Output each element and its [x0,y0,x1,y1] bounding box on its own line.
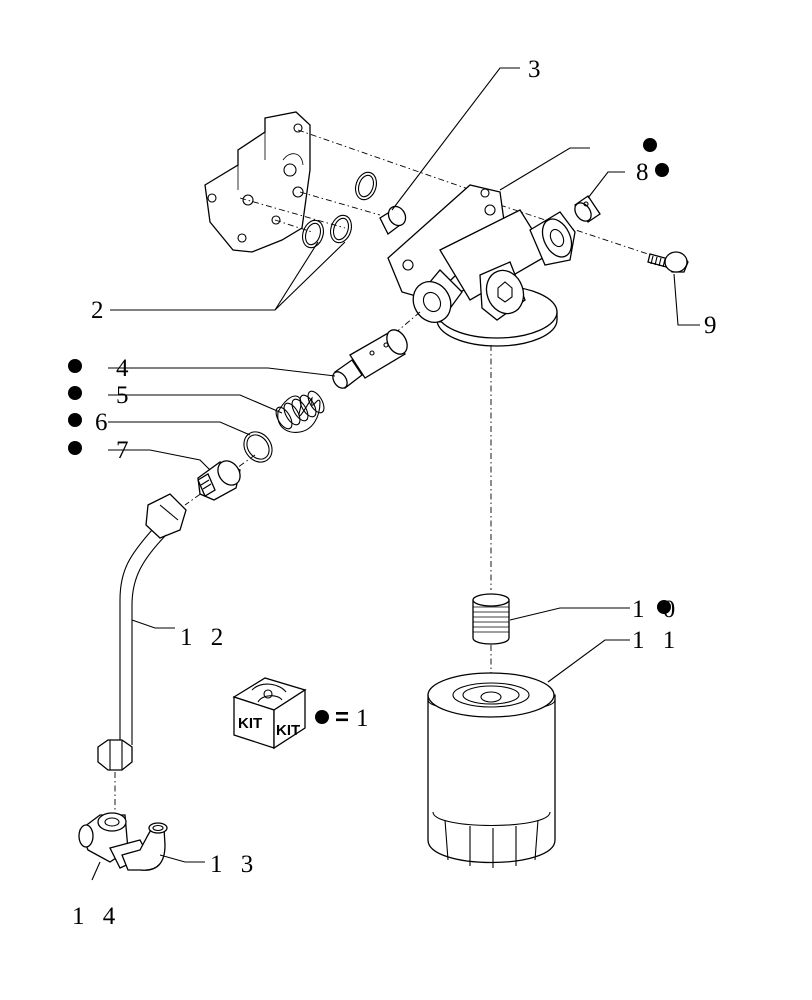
callout-10: 1 0 [632,596,681,623]
callout-3: 3 [528,56,547,83]
kit-label-left: KIT [238,715,262,732]
callout-11: 1 1 [632,627,681,654]
mounting-bracket [204,111,311,253]
kit-bullet-5 [68,386,82,400]
kit-bullet-6 [68,413,82,427]
elbow-fitting [121,822,168,871]
kit-box-icon: KIT KIT [232,677,307,750]
kit-item-number: 1 [356,705,375,732]
kit-equals: = [335,704,349,731]
valve-piston [332,311,421,389]
callout-14: 1 4 [72,903,121,930]
kit-bullet-10 [657,600,671,614]
callout-12: 1 2 [180,624,229,651]
leader-lines [91,67,700,881]
kit-bullet-4 [68,359,82,373]
filter-head [387,184,576,347]
union-fitting [184,454,256,506]
kit-label-right: KIT [276,722,300,739]
callout-6: 6 [95,409,114,436]
callout-7: 7 [116,437,135,464]
o-ring-seals [302,171,377,249]
callout-4: 4 [116,355,135,382]
banjo-fitting [78,812,149,869]
kit-bullet [315,710,329,724]
callout-9: 9 [704,312,723,339]
callout-13: 1 3 [210,851,259,878]
threaded-adapter [472,593,510,645]
bleed-screw [574,195,601,223]
callout-5: 5 [116,382,135,409]
callout-2: 2 [91,297,110,324]
plug [379,205,407,235]
bolt [647,251,689,273]
kit-bullet-8 [655,163,669,177]
kit-bullet-top [643,138,657,152]
callout-8: 8 [636,159,655,186]
spring [275,390,325,433]
kit-bullet-7 [68,441,82,455]
fuel-pipe [97,493,187,815]
filter-cartridge [427,672,556,868]
